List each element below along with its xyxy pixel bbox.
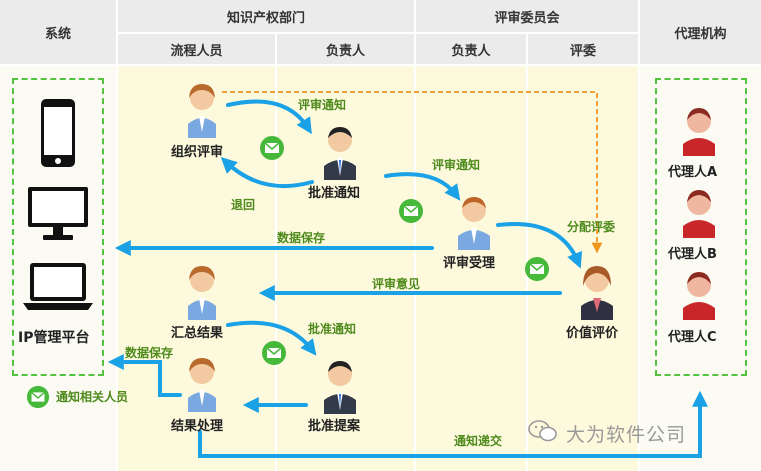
- header-committee: 评审委员会: [416, 0, 638, 32]
- header-process-staff: 流程人员: [118, 34, 275, 64]
- arrow-data-save-2: [107, 354, 182, 397]
- person-proposal-approver-icon: [324, 361, 356, 414]
- smartphone-icon: [41, 99, 75, 167]
- agent-c-label: 代理人C: [668, 330, 717, 345]
- ip-platform-panel: [12, 78, 104, 376]
- header-ip-head: 负责人: [277, 34, 414, 64]
- watermark: 大为软件公司: [566, 424, 687, 446]
- email-icon: [525, 257, 549, 281]
- label-data-save-1: 数据保存: [277, 231, 326, 245]
- person-result-processor-icon: [188, 358, 216, 412]
- label-approve-notice: 批准通知: [308, 322, 357, 336]
- label-notify-staff: 通知相关人员: [56, 390, 129, 404]
- label-review-notice-1: 评审通知: [298, 98, 347, 112]
- label-review-opinion: 评审意见: [372, 277, 421, 291]
- wechat-icon: [528, 420, 557, 442]
- header-system: 系统: [0, 0, 116, 64]
- arrow-approve-notice: [226, 320, 317, 356]
- node-value-evaluation: 价值评价: [566, 326, 619, 341]
- header-reviewer: 评委: [528, 34, 638, 64]
- label-assign-reviewer: 分配评委: [567, 220, 616, 234]
- node-approve-notice: 批准通知: [308, 186, 361, 201]
- agent-c-icon: [683, 272, 715, 320]
- column-committee-head: [416, 66, 526, 471]
- person-summarizer-icon: [188, 266, 216, 320]
- arrow-assign-reviewer: [222, 91, 603, 254]
- arrow-to-evaluation: [496, 222, 583, 269]
- person-evaluator-icon: [581, 266, 613, 320]
- person-approver-icon: [324, 127, 356, 180]
- monitor-icon: [28, 187, 88, 240]
- person-accept-icon: [458, 197, 490, 250]
- email-icon: [260, 136, 284, 160]
- email-icon: [399, 199, 423, 223]
- email-icon: [26, 385, 50, 409]
- label-review-notice-2: 评审通知: [432, 158, 481, 172]
- header-committee-head: 负责人: [416, 34, 526, 64]
- agent-b-label: 代理人B: [668, 247, 717, 262]
- label-return: 退回: [231, 198, 256, 212]
- agent-b-icon: [683, 190, 715, 238]
- arrow-review-notice-2: [384, 172, 461, 201]
- node-review-accept: 评审受理: [443, 256, 496, 271]
- label-data-save-2: 数据保存: [125, 346, 174, 360]
- arrow-review-notice-1: [226, 99, 312, 135]
- node-approve-proposal: 批准提案: [308, 419, 361, 434]
- label-notify-submit: 通知递交: [454, 434, 503, 448]
- agency-panel: [655, 78, 747, 376]
- agent-a-label: 代理人A: [668, 165, 718, 180]
- agent-a-icon: [683, 108, 715, 156]
- person-organizer-icon: [188, 84, 216, 138]
- node-organize-review: 组织评审: [171, 145, 224, 160]
- laptop-icon: [23, 263, 93, 310]
- email-icon: [262, 341, 286, 365]
- node-result-processing: 结果处理: [171, 419, 224, 434]
- header-ip-dept: 知识产权部门: [118, 0, 414, 32]
- ip-platform-label: IP管理平台: [18, 330, 90, 346]
- arrow-notify-submit: [198, 390, 708, 458]
- header-agency: 代理机构: [640, 0, 761, 64]
- arrow-return: [220, 157, 314, 189]
- node-summarize-results: 汇总结果: [171, 326, 224, 341]
